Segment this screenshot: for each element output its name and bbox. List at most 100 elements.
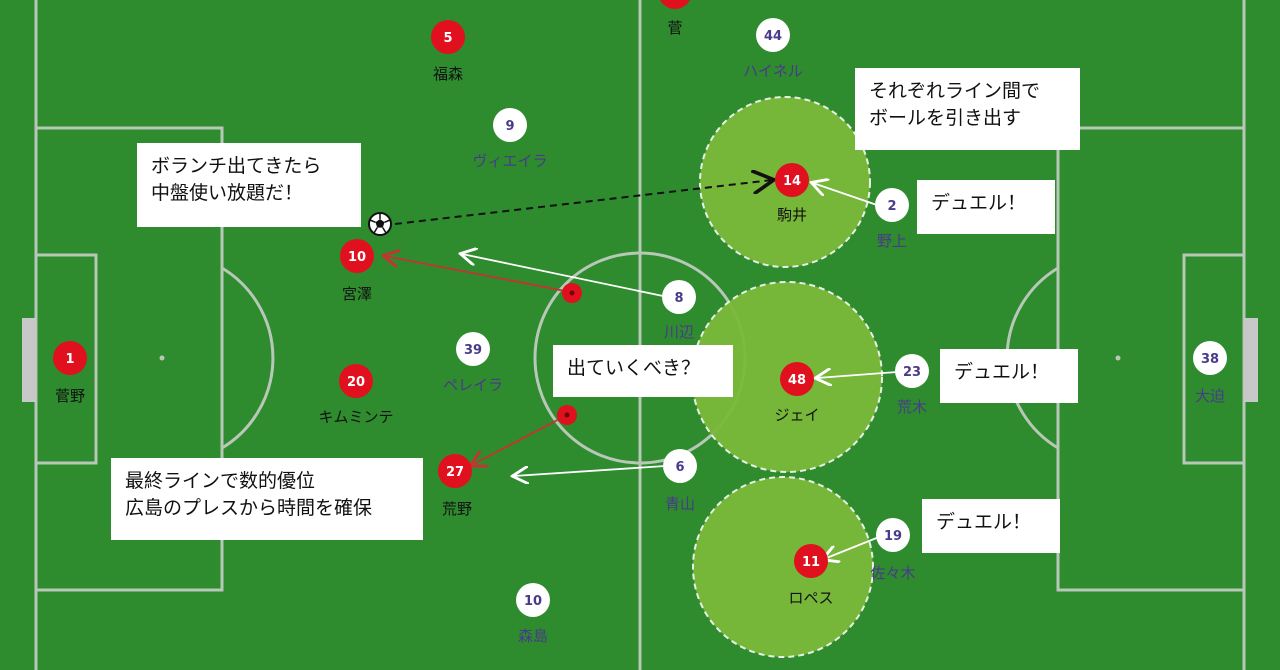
callout-line: 広島のプレスから時間を確保 [125, 497, 373, 519]
white-arrow-kawabe [462, 254, 664, 297]
player-marker [794, 544, 828, 578]
player-marker [663, 449, 697, 483]
away-player: 44 ハイネル [743, 18, 803, 80]
player-name: 野上 [877, 232, 907, 250]
player-marker [876, 518, 910, 552]
away-player: 8 川辺 [662, 280, 696, 341]
player-number: 19 [884, 529, 902, 544]
callout-line: デュエル！ [931, 192, 1027, 214]
player-name: 森島 [518, 627, 548, 645]
player-marker [456, 332, 490, 366]
player-number: 44 [764, 29, 782, 44]
callout-duel-2: デュエル！ [940, 349, 1078, 403]
player-number: 23 [903, 365, 921, 380]
home-player: 10 宮澤 [340, 239, 374, 303]
player-name: ロペス [788, 589, 833, 607]
callout-duel-1: デュエル！ [917, 180, 1055, 234]
white-arrow-aoyama [514, 465, 666, 476]
movement-arrows [385, 180, 898, 559]
player-number: 39 [464, 343, 482, 358]
callout-line: それぞれライン間で [869, 80, 1041, 102]
player-name: 佐々木 [870, 564, 915, 582]
player-name: 荒野 [442, 500, 472, 518]
home-player: 27 荒野 [438, 454, 472, 518]
home-player: 1 菅野 [53, 341, 87, 405]
callout-line: ボールを引き出す [869, 107, 1022, 129]
player-marker [438, 454, 472, 488]
player-number: 8 [674, 291, 683, 306]
away-players: 44 ハイネル 9 ヴィエイラ 2 野上 8 川辺 39 ペレイラ 23 荒木 [443, 18, 1227, 645]
callout-line: 最終ラインで数的優位 [125, 470, 316, 492]
away-player: 6 青山 [663, 449, 697, 513]
player-marker [516, 583, 550, 617]
player-name: 福森 [433, 65, 463, 83]
player-marker [875, 188, 909, 222]
zone-lopes [692, 476, 874, 658]
player-name: ハイネル [743, 62, 803, 80]
white-arrow-sasaki [824, 536, 880, 559]
callout-volante: ボランチ出てきたら 中盤使い放題だ！ [137, 143, 361, 227]
player-number: 27 [446, 465, 464, 480]
player-number: 6 [675, 460, 684, 475]
player-marker [775, 163, 809, 197]
press-marker-1-dot [569, 290, 575, 296]
home-player: 5 福森 [431, 20, 465, 83]
player-marker [431, 20, 465, 54]
player-marker [895, 354, 929, 388]
player-marker [339, 364, 373, 398]
player-marker [493, 108, 527, 142]
away-player: 9 ヴィエイラ [472, 108, 548, 170]
player-number: 1 [65, 352, 74, 367]
press-marker-2-dot [564, 412, 570, 418]
left-goal [22, 318, 36, 402]
left-penalty-arc [221, 266, 275, 450]
home-player: 20 キムミンテ [318, 364, 394, 426]
left-penalty-spot [159, 355, 165, 361]
callout-line: デュエル！ [936, 511, 1032, 533]
callout-line: 中盤使い放題だ！ [151, 182, 304, 204]
callout-duel-3: デュエル！ [922, 499, 1060, 553]
player-number: 5 [443, 31, 452, 46]
player-number: 38 [1201, 352, 1219, 367]
white-arrow-nogami [813, 183, 878, 206]
player-number: 10 [524, 594, 542, 609]
player-name: 宮澤 [342, 285, 372, 303]
player-marker [756, 18, 790, 52]
away-player: 19 佐々木 [870, 518, 916, 582]
player-name: キムミンテ [318, 408, 393, 426]
callout-line: 出ていくべき？ [567, 357, 701, 379]
callout-last-line: 最終ラインで数的優位 広島のプレスから時間を確保 [111, 458, 423, 540]
right-penalty-spot [1115, 355, 1121, 361]
player-name: 菅 [667, 19, 682, 37]
player-marker [1193, 341, 1227, 375]
player-marker [53, 341, 87, 375]
player-number: 20 [347, 375, 365, 390]
away-player: 38 大迫 [1193, 341, 1227, 405]
right-goal [1244, 318, 1258, 402]
away-player: 10 森島 [516, 583, 550, 645]
player-name: ジェイ [774, 406, 819, 424]
callout-line: デュエル！ [954, 361, 1050, 383]
player-number: 10 [348, 250, 366, 265]
player-marker [340, 239, 374, 273]
player-name: 川辺 [664, 323, 694, 341]
player-marker [660, 0, 690, 9]
player-number: 2 [887, 199, 896, 214]
player-marker [662, 280, 696, 314]
player-name: 駒井 [777, 206, 807, 224]
away-player: 39 ペレイラ [443, 332, 503, 394]
player-name: 菅野 [55, 387, 85, 405]
callout-should-go: 出ていくべき？ [553, 345, 733, 397]
away-player: 2 野上 [875, 188, 909, 250]
player-number: 9 [505, 119, 514, 134]
home-player: 14 駒井 [775, 163, 809, 224]
home-player: 菅 [660, 0, 690, 37]
red-arrow-miyazawa [385, 256, 571, 293]
player-number: 48 [788, 373, 806, 388]
callout-line: ボランチ出てきたら [151, 155, 322, 177]
soccer-ball-icon [368, 212, 392, 236]
player-name: ヴィエイラ [472, 152, 547, 170]
player-name: 青山 [665, 495, 695, 513]
callout-between-lines: それぞれライン間で ボールを引き出す [855, 68, 1080, 150]
player-name: 荒木 [897, 398, 927, 416]
